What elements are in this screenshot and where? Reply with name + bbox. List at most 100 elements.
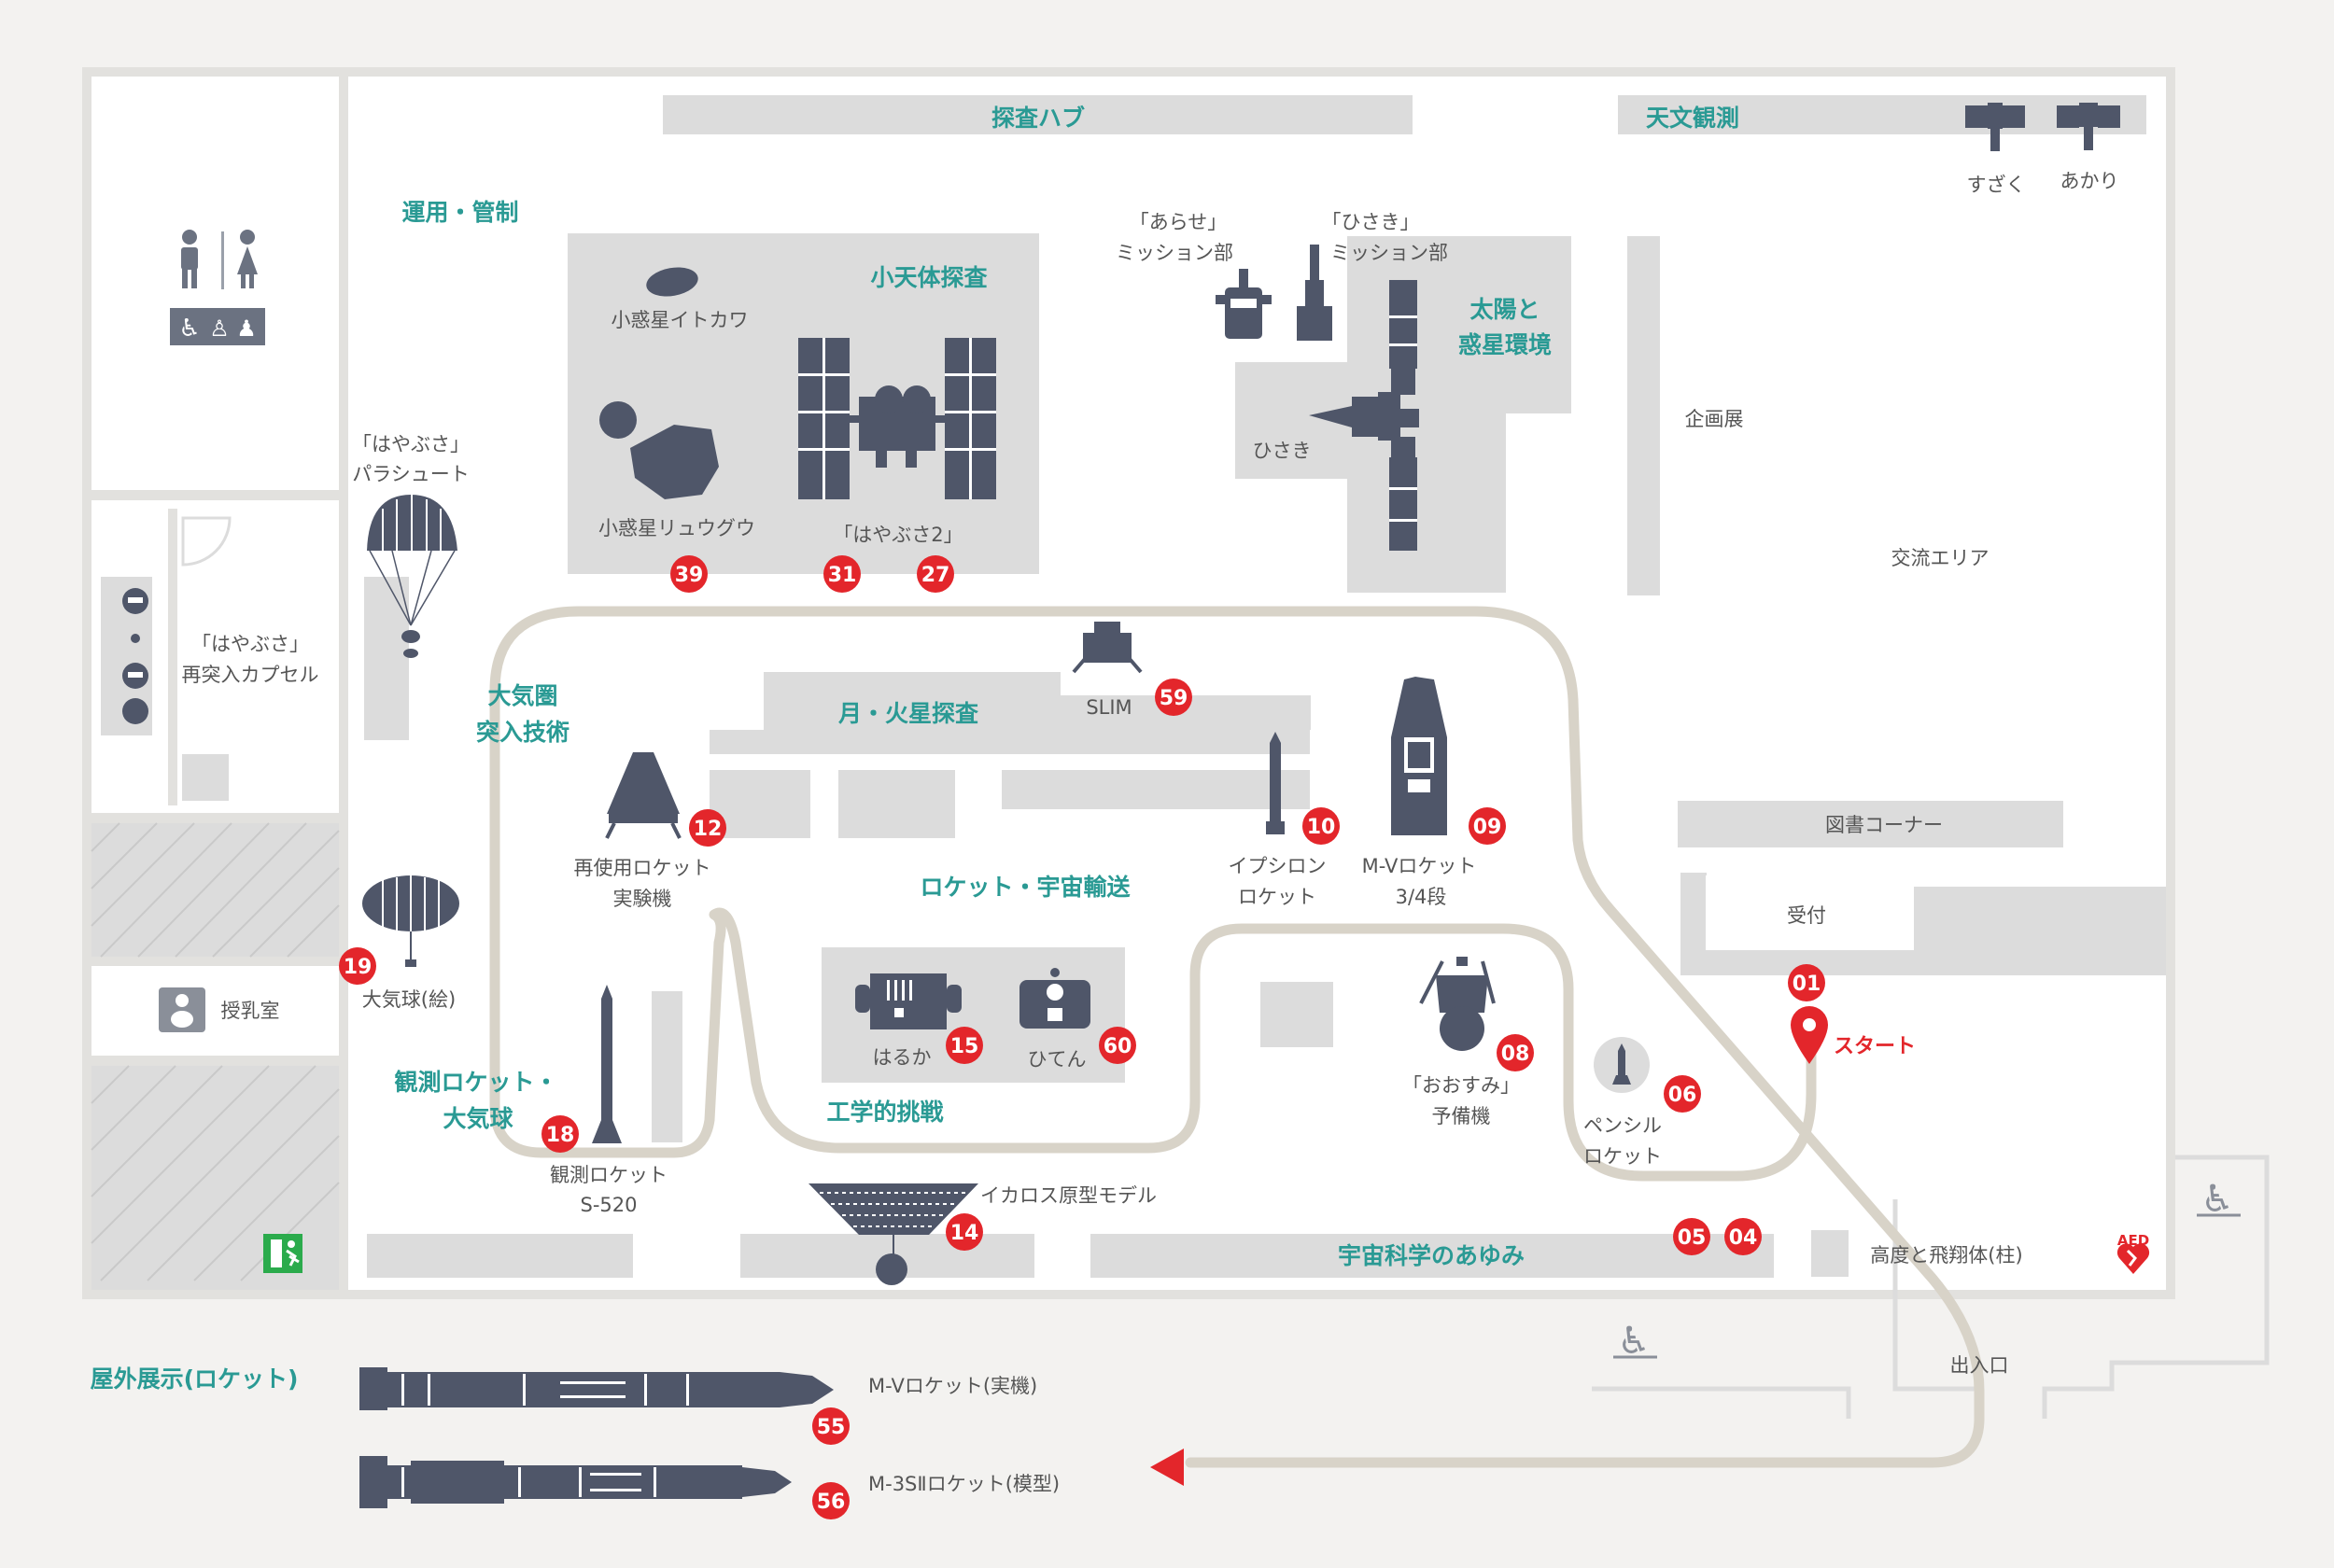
badge-60[interactable]: 60 (1099, 1027, 1136, 1064)
label-m3s2: M-3SⅡロケット(模型) (868, 1473, 1060, 1495)
badge-27[interactable]: 27 (917, 555, 954, 593)
hisaki-satellite-icon (1309, 280, 1419, 551)
label-pencil-line2: ロケット (1583, 1145, 1662, 1168)
svg-text:55: 55 (817, 1416, 846, 1439)
label-hisaki-mission-line2: ミッション部 (1330, 242, 1448, 264)
reusable-rocket-icon (605, 752, 682, 839)
hatch-pattern (91, 822, 340, 1281)
badge-39[interactable]: 39 (670, 555, 708, 593)
satellite-suzaku-icon (1965, 103, 2025, 151)
zone-outdoor: 屋外展示(ロケット) (91, 1365, 299, 1393)
svg-text:01: 01 (1793, 973, 1821, 996)
badge-15[interactable]: 15 (946, 1027, 983, 1064)
zone-sun-planets-line2: 惑星環境 (1458, 331, 1552, 358)
zone-operations: 運用・管制 (401, 199, 518, 226)
wheelchair-icon: ♿ (2197, 1178, 2241, 1221)
svg-text:31: 31 (828, 564, 857, 587)
label-epsilon-line2: ロケット (1238, 886, 1316, 908)
badge-12[interactable]: 12 (689, 809, 726, 847)
svg-text:56: 56 (817, 1491, 846, 1514)
label-library: 図書コーナー (1825, 814, 1943, 836)
zone-sounding-line1: 観測ロケット・ (394, 1069, 557, 1096)
label-ryugu: 小惑星リュウグウ (598, 517, 755, 539)
asteroid-ryugu-icon (630, 425, 719, 499)
label-capsule-line2: 再突入カプセル (182, 664, 319, 686)
label-arase-line1: 「あらせ」 (1130, 211, 1228, 233)
label-reception: 受付 (1787, 904, 1826, 927)
badge-56[interactable]: 56 (812, 1482, 850, 1519)
badge-09[interactable]: 09 (1469, 807, 1506, 845)
svg-text:12: 12 (694, 818, 723, 841)
svg-text:09: 09 (1473, 816, 1502, 839)
label-slim: SLIM (1086, 696, 1132, 719)
svg-text:39: 39 (675, 564, 704, 587)
sounding-rocket-icon (592, 985, 622, 1143)
mv-rocket-real-icon (359, 1367, 834, 1410)
badge-19[interactable]: 19 (339, 947, 376, 985)
zone-small-bodies: 小天体探査 (870, 264, 987, 291)
svg-text:04: 04 (1729, 1226, 1758, 1250)
hisaki-mission-icon (1297, 245, 1332, 341)
badge-08[interactable]: 08 (1497, 1034, 1534, 1071)
label-capsule-line1: 「はやぶさ」 (191, 633, 309, 655)
asteroid-small-icon (599, 401, 637, 439)
label-kikaku: 企画展 (1685, 408, 1744, 430)
badge-14[interactable]: 14 (946, 1213, 983, 1251)
label-parachute-line2: パラシュート (352, 463, 470, 485)
svg-text:05: 05 (1678, 1226, 1707, 1250)
svg-text:14: 14 (950, 1222, 979, 1245)
label-mv34-line1: M-Vロケット (1362, 855, 1477, 877)
label-akari: あかり (2060, 170, 2119, 192)
arase-mission-icon (1216, 269, 1272, 339)
label-koryu: 交流エリア (1891, 547, 1990, 569)
label-ikaros: イカロス原型モデル (980, 1184, 1157, 1207)
zone-space-history: 宇宙科学のあゆみ (1338, 1242, 1525, 1269)
svg-text:15: 15 (950, 1035, 979, 1058)
label-suzaku: すざく (1967, 174, 2026, 196)
ohsumi-satellite-icon (1419, 957, 1496, 1051)
map-pin-icon (1791, 1006, 1828, 1064)
svg-text:60: 60 (1104, 1035, 1132, 1058)
emergency-exit-icon (263, 1234, 302, 1273)
label-hiten: ひてん (1028, 1048, 1087, 1071)
svg-text:♿: ♿ (178, 315, 200, 343)
svg-text:19: 19 (344, 956, 373, 979)
pencil-rocket-icon (1594, 1037, 1650, 1093)
corridor-left (168, 509, 177, 805)
badge-01[interactable]: 01 (1788, 964, 1825, 1001)
parachute-icon (367, 495, 457, 658)
label-parachute-line1: 「はやぶさ」 (352, 433, 470, 455)
svg-text:08: 08 (1501, 1043, 1530, 1066)
route-arrow-icon (1150, 1449, 1184, 1486)
svg-text:06: 06 (1668, 1084, 1697, 1107)
badge-10[interactable]: 10 (1302, 807, 1340, 845)
zone-engineering: 工学的挑戦 (826, 1099, 943, 1126)
label-reusable-line1: 再使用ロケット (574, 857, 711, 879)
badge-59[interactable]: 59 (1155, 679, 1192, 716)
mv-stage34-icon (1391, 677, 1447, 835)
zone-explore-hub: 探査ハブ (991, 105, 1085, 132)
badge-55[interactable]: 55 (812, 1407, 850, 1445)
badge-31[interactable]: 31 (823, 555, 861, 593)
badge-06[interactable]: 06 (1664, 1075, 1701, 1113)
accessible-toilet-icon: ♿ ♙ ♟ (170, 308, 265, 345)
svg-text:27: 27 (921, 564, 950, 587)
wheelchair-icon: ♿ (1613, 1320, 1657, 1363)
badge-04[interactable]: 04 (1724, 1218, 1762, 1255)
label-haruka: はるか (873, 1046, 932, 1069)
badge-18[interactable]: 18 (541, 1115, 579, 1153)
label-ohsumi-line1: 「おおすみ」 (1402, 1074, 1520, 1097)
zone-rocket-transport: ロケット・宇宙輸送 (920, 874, 1130, 901)
label-arase-line2: ミッション部 (1116, 242, 1233, 264)
hiten-satellite-icon (1019, 968, 1090, 1029)
label-mv-real: M-Vロケット(実機) (868, 1375, 1037, 1397)
svg-text:♟: ♟ (236, 315, 257, 342)
label-ohsumi-line2: 予備機 (1432, 1105, 1491, 1127)
asteroid-itokawa-icon (646, 267, 698, 297)
label-entrance: 出入口 (1950, 1354, 2009, 1377)
label-epsilon-line1: イプシロン (1229, 855, 1327, 877)
hayabusa2-icon (798, 338, 996, 499)
badge-05[interactable]: 05 (1673, 1218, 1710, 1255)
outside-boundary (1592, 1155, 2270, 1419)
label-s520-line2: S-520 (581, 1194, 638, 1216)
